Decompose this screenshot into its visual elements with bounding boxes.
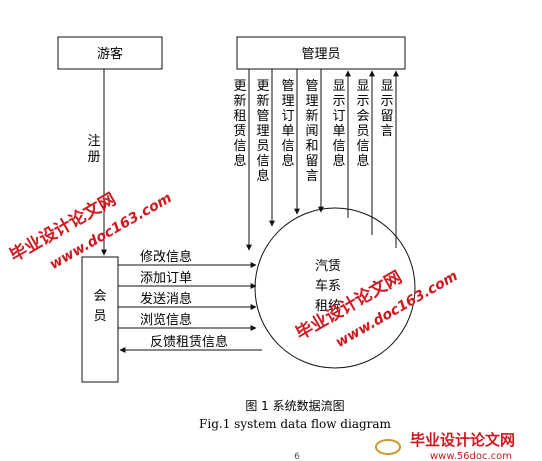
admin-flow-label-char: 信 (332, 139, 345, 154)
admin-flows: 更新租赁信息更新管理员信息管理订单信息管理新闻和留言显示订单信息显示会员信息显示… (233, 69, 399, 251)
admin-flow-label-char: 息 (356, 153, 369, 169)
admin-flow-label-char: 管 (305, 79, 318, 94)
admin-flow-label-char: 管 (281, 79, 294, 94)
admin-flow-label-char: 新 (305, 108, 318, 124)
admin-box (236, 36, 406, 70)
site-logo: 毕业设计论文网 www.56doc.com (375, 431, 515, 461)
admin-flow-label-char: 单 (281, 124, 294, 139)
admin-flow-label-char: 留 (380, 109, 393, 124)
admin-flow-label-char: 赁 (233, 124, 246, 139)
member-label-char-1: 会 (93, 289, 106, 304)
register-text-char: 册 (87, 150, 100, 165)
figure-caption-en: Fig.1 system data flow diagram (199, 417, 392, 431)
admin-flow-label-char: 言 (305, 169, 318, 184)
logo-brand-text: 毕业设计论文网 (410, 431, 515, 449)
admin-flow-label-char: 示 (332, 94, 345, 109)
register-text: 注册 (87, 134, 100, 165)
admin-flow-label-char: 订 (332, 109, 345, 124)
member-flow-label: 反馈租赁信息 (150, 334, 228, 350)
admin-flow-label-char: 更 (256, 79, 269, 94)
admin-flow-label-char: 理 (281, 94, 294, 109)
admin-flow-label-char: 单 (332, 124, 345, 139)
visitor-box (57, 36, 163, 70)
admin-flow-label-char: 订 (281, 109, 294, 124)
figure-caption-cn: 图 1 系统数据流图 (245, 398, 344, 413)
admin-flow-label-char: 示 (356, 94, 369, 109)
admin-flow-label-char: 信 (281, 139, 294, 154)
admin-flow-label-char: 息 (233, 153, 246, 169)
admin-flow-label-char: 新 (256, 93, 269, 109)
admin-flow-label-char: 理 (305, 94, 318, 109)
admin-flow-label-char: 信 (356, 139, 369, 154)
page-number: 6 (294, 452, 300, 461)
register-flow-label: 注册 (87, 134, 100, 165)
admin-flow-label-char: 闻 (305, 124, 318, 139)
admin-flow-label-char: 息 (332, 153, 345, 169)
member-box (81, 256, 119, 383)
admin-flow-label-char: 新 (233, 93, 246, 109)
admin-flow-label-char: 员 (356, 124, 369, 139)
logo-url-text: www.56doc.com (430, 451, 512, 461)
member-flow-label: 发送消息 (140, 291, 192, 307)
system-label-line-2: 车系 (315, 278, 341, 294)
admin-flow-label-char: 信 (233, 139, 246, 154)
admin-flow-label-char: 和 (305, 139, 318, 154)
logo-ring-icon (375, 439, 401, 455)
admin-flow-label-char: 更 (233, 79, 246, 94)
admin-flow-label-char: 管 (256, 109, 269, 124)
admin-flow-label-char: 息 (256, 168, 269, 184)
admin-flow-label-char: 示 (380, 94, 393, 109)
admin-flow-label-char: 显 (380, 79, 393, 94)
member-flow-label: 添加订单 (140, 271, 192, 286)
admin-flow-label-char: 信 (256, 154, 269, 169)
member-flow-label: 修改信息 (140, 249, 192, 265)
register-text-char: 注 (87, 134, 100, 149)
admin-flow-label-char: 理 (256, 124, 269, 139)
admin-flow-label-char: 留 (305, 154, 318, 169)
admin-flow-label-char: 租 (233, 109, 246, 124)
system-label-line-3: 租统 (315, 299, 341, 314)
admin-label: 管理员 (301, 47, 340, 62)
admin-flow-label-char: 显 (332, 79, 345, 94)
member-flow-label: 浏览信息 (140, 312, 192, 328)
admin-flow-label-char: 息 (281, 153, 294, 169)
admin-flow-label-char: 言 (380, 124, 393, 139)
admin-flow-label-char: 员 (256, 139, 269, 154)
member-label-char-2: 员 (93, 309, 106, 324)
admin-flow-label-char: 显 (356, 79, 369, 94)
visitor-label: 游客 (97, 46, 123, 62)
admin-flow-label-char: 会 (356, 109, 369, 124)
system-label-line-1: 汽赁 (315, 259, 341, 274)
